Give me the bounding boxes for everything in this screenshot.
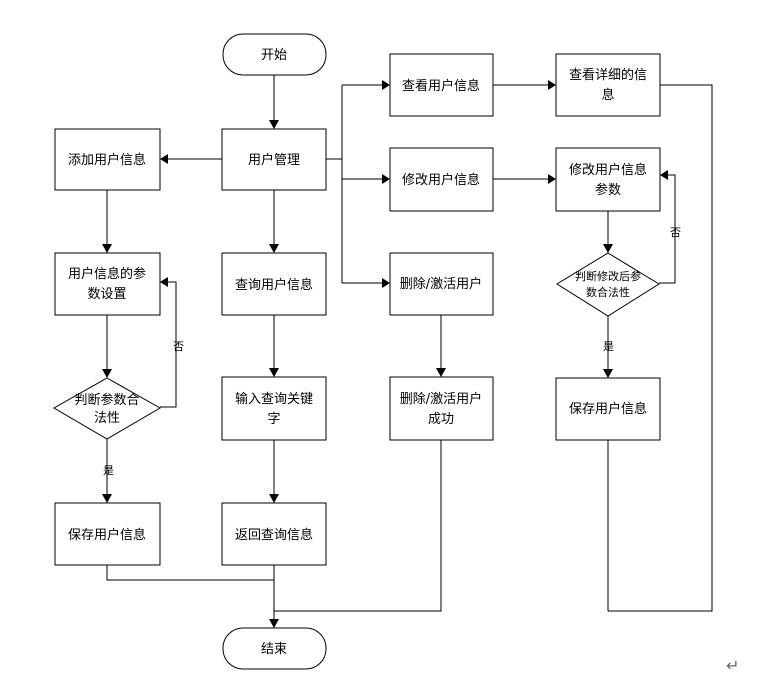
edge-branch-to-modify (341, 159, 382, 180)
delete-ok-node: 删除/激活用户 成功 (389, 376, 494, 441)
delete-ok-label-line1: 删除/激活用户 (400, 391, 482, 407)
check-left-label-line2: 法性 (94, 411, 120, 426)
input-keyword-label-line2: 字 (267, 412, 280, 427)
start-node: 开始 (222, 33, 327, 76)
arrowhead (102, 369, 112, 378)
check-left-label-line1: 判断参数合 (74, 392, 139, 408)
arrowhead (269, 494, 279, 503)
user-mgmt-node: 用户管理 (221, 128, 327, 191)
modify-user-node: 修改用户信息 (389, 147, 494, 212)
right-yes-label: 是 (603, 340, 614, 353)
end-node: 结束 (222, 627, 327, 670)
check-left-decision: 判断参数合 法性 (52, 377, 162, 440)
param-setup-label-line1: 用户信息的参 (68, 266, 146, 282)
modify-params-node: 修改用户信息 参数 (555, 147, 661, 212)
delete-user-label: 删除/激活用户 (400, 276, 482, 292)
save-left-label: 保存用户信息 (68, 527, 146, 543)
edge-branch-to-delete (341, 179, 382, 284)
view-user-node: 查看用户信息 (389, 53, 494, 117)
check-right-decision: 判断修改后参 数合法性 (556, 252, 660, 317)
connectors (106, 75, 713, 619)
edge-save-left-to-end (106, 565, 274, 581)
end-label: 结束 (261, 642, 287, 657)
view-user-label: 查看用户信息 (402, 78, 480, 94)
return-query-label: 返回查询信息 (235, 527, 313, 543)
save-right-node: 保存用户信息 (555, 377, 661, 441)
save-right-label: 保存用户信息 (569, 401, 647, 417)
arrowhead (603, 244, 613, 253)
add-user-label: 添加用户信息 (68, 152, 146, 168)
save-left-node: 保存用户信息 (54, 502, 161, 566)
arrowhead (436, 368, 446, 377)
query-user-node: 查询用户信息 (221, 252, 327, 316)
view-detail-node: 查看详细的信 息 (555, 53, 661, 117)
add-user-node: 添加用户信息 (54, 128, 161, 191)
arrowhead (269, 619, 279, 628)
arrowhead (160, 154, 168, 164)
user-mgmt-label: 用户管理 (248, 152, 300, 168)
delete-ok-label-line2: 成功 (428, 412, 454, 427)
arrowhead (269, 368, 279, 377)
arrowhead (269, 120, 279, 129)
view-detail-label-line1: 查看详细的信 (569, 67, 647, 83)
delete-user-node: 删除/激活用户 (389, 252, 494, 316)
arrowhead (102, 244, 112, 253)
edge-left-no-loop (160, 281, 177, 408)
view-detail-label-line2: 息 (601, 87, 614, 103)
param-setup-node: 用户信息的参 数设置 (54, 252, 161, 316)
paragraph-return-mark: ↵ (726, 656, 739, 675)
return-query-node: 返回查询信息 (221, 502, 327, 566)
query-user-label: 查询用户信息 (235, 277, 313, 293)
param-setup-label-line2: 数设置 (87, 287, 126, 302)
check-right-label-line1: 判断修改后参 (575, 269, 641, 283)
arrowhead (548, 80, 556, 90)
right-no-label: 否 (670, 226, 681, 239)
edge-detail-to-end (608, 84, 713, 612)
modify-params-label-line1: 修改用户信息 (569, 162, 647, 178)
arrowhead (382, 278, 390, 288)
input-keyword-node: 输入查询关键 字 (221, 376, 327, 441)
left-no-label: 否 (173, 340, 184, 353)
modify-user-label: 修改用户信息 (402, 172, 480, 188)
arrowhead (382, 80, 390, 90)
arrowhead (548, 174, 556, 184)
start-label: 开始 (261, 48, 287, 63)
left-yes-label: 是 (103, 464, 114, 477)
arrowhead (603, 369, 613, 378)
arrowhead (102, 494, 112, 503)
input-keyword-label-line1: 输入查询关键 (235, 391, 313, 407)
arrowhead (269, 244, 279, 253)
arrowhead (160, 277, 168, 287)
edge-delete-ok-to-end (274, 440, 442, 612)
edge-right-no-loop (659, 174, 676, 284)
arrowhead (382, 174, 390, 184)
modify-params-label-line2: 参数 (595, 182, 621, 198)
check-right-label-line2: 数合法性 (586, 285, 630, 299)
arrowhead (660, 170, 668, 180)
edge-mgmt-branch (326, 85, 343, 160)
arrowheads (102, 80, 668, 628)
